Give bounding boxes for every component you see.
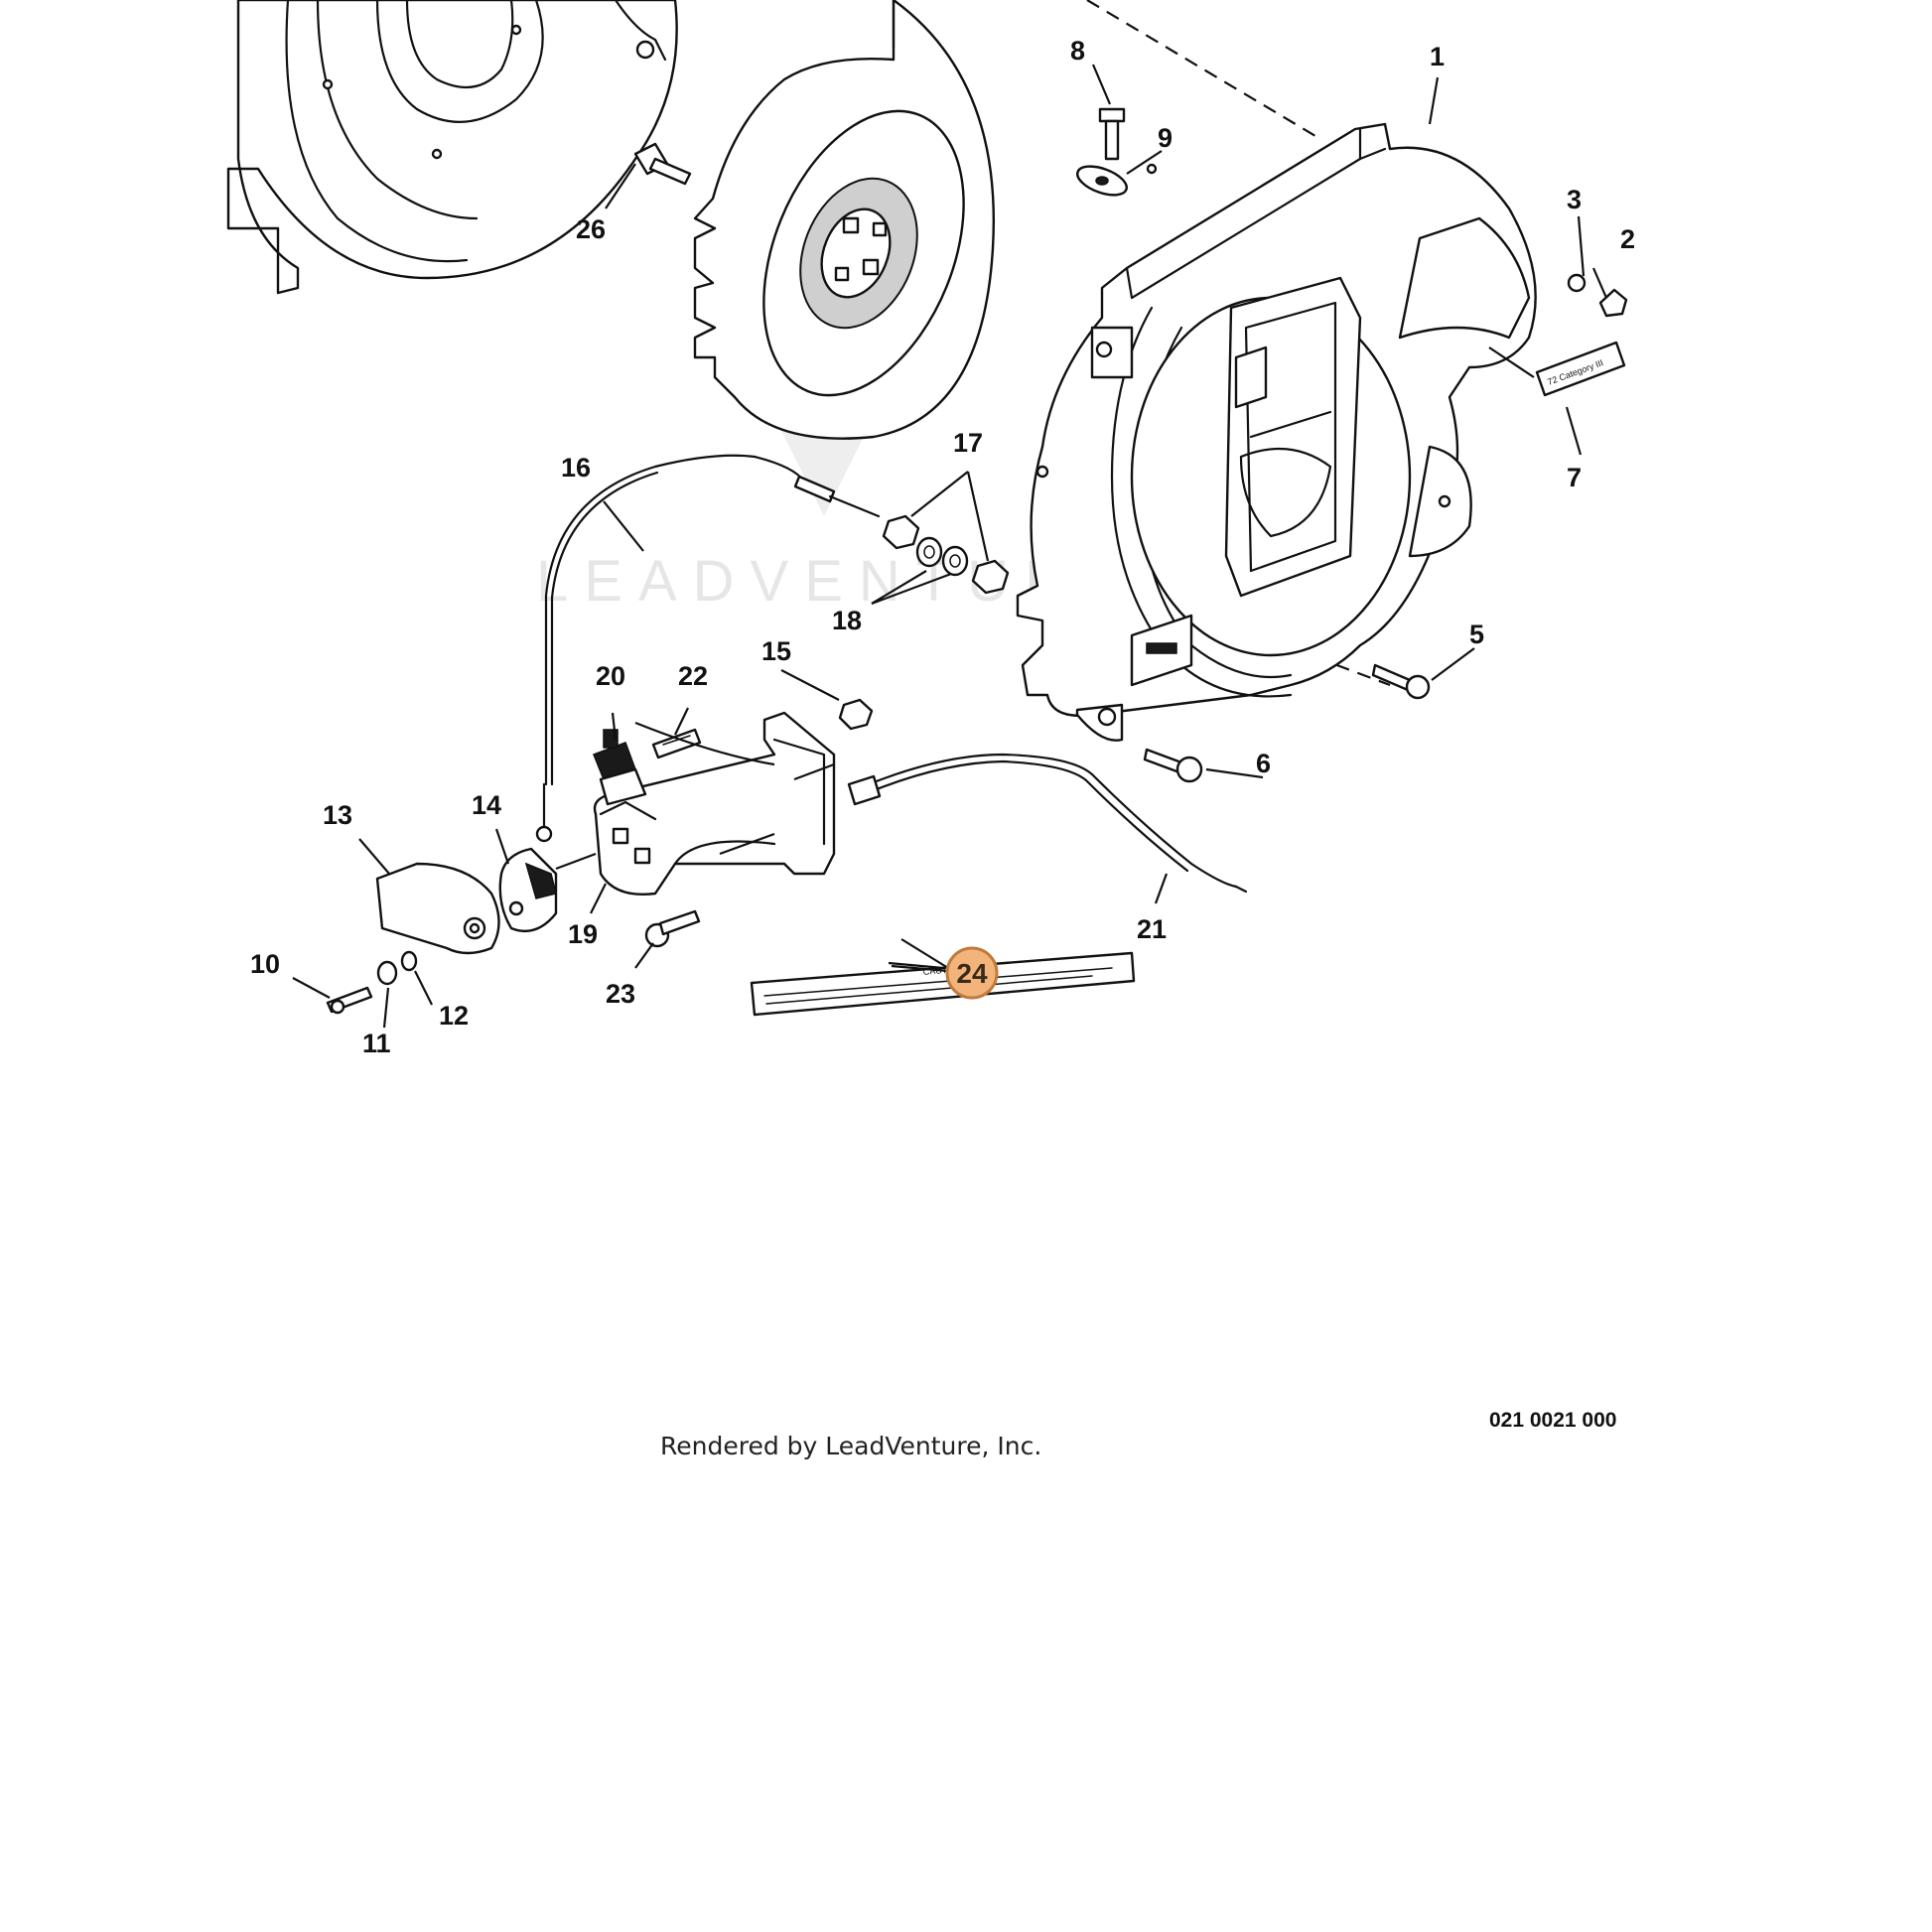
small-hardware: [326, 107, 1628, 1015]
callout-17: 17: [953, 428, 983, 458]
stop-switch-cable: [847, 753, 1248, 894]
callout-20: 20: [596, 661, 625, 691]
callout-19: 19: [568, 919, 598, 949]
callout-21: 21: [1137, 914, 1167, 944]
callout-9: 9: [1158, 123, 1173, 153]
callout-6: 6: [1256, 749, 1271, 778]
engine-housing: [226, 0, 678, 295]
blower-housing: [1016, 122, 1537, 742]
leader-lines: [292, 64, 1608, 1029]
callout-10: 10: [250, 949, 280, 979]
callout-numbers: 1 2 3 5 6 7 8 9 10 11 12 13 14 15 16 17 …: [250, 36, 1635, 1058]
handle-cap: [498, 847, 558, 933]
drawing-code: 021 0021 000: [1489, 1409, 1616, 1432]
label-7: 72 Category III: [1535, 341, 1626, 397]
callout-26: 26: [576, 214, 606, 244]
callout-3: 3: [1567, 185, 1582, 214]
callout-11: 11: [362, 1029, 391, 1058]
callout-12: 12: [439, 1001, 469, 1031]
callout-23: 23: [606, 979, 635, 1009]
callout-1: 1: [1430, 42, 1445, 71]
callout-7: 7: [1567, 463, 1582, 492]
callout-8: 8: [1070, 36, 1085, 66]
callout-24: 24: [956, 958, 988, 989]
callout-2: 2: [1620, 224, 1635, 254]
impeller-fan: [693, 0, 995, 440]
handle-grip: [375, 862, 500, 955]
callout-13: 13: [323, 800, 352, 830]
highlighted-callout-24[interactable]: 24: [891, 946, 999, 1000]
callout-18: 18: [832, 606, 862, 635]
handle-assembly: [593, 711, 836, 896]
callout-15: 15: [761, 636, 791, 666]
decal-22: [651, 728, 702, 759]
throttle-cable: [535, 454, 881, 843]
callout-5: 5: [1469, 620, 1484, 649]
stop-switch: [593, 729, 647, 806]
callout-22: 22: [678, 661, 708, 691]
callout-16: 16: [561, 453, 591, 483]
callout-14: 14: [472, 790, 501, 820]
rendered-by-text: Rendered by LeadVenture, Inc.: [660, 1432, 1041, 1460]
caution-label: CAUTION: [750, 951, 1136, 1017]
